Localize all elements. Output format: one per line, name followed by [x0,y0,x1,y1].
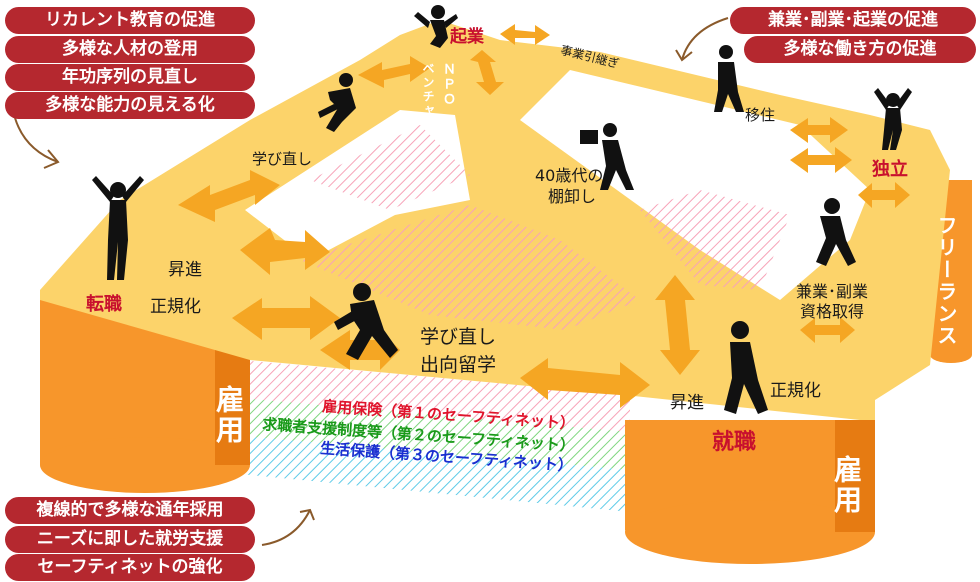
label-age40-line2: 棚卸し [548,187,597,206]
label-ijuu: 移住 [745,106,776,124]
label-manabinaoshi-center: 学び直し [420,326,497,348]
cheering-person-icon-left [92,176,144,280]
right-cylinder [625,420,875,564]
walking-person-icon-lower [724,321,768,414]
pill-seniority-review: 年功序列の見直し [5,64,255,91]
flow-arrows [178,24,910,408]
jumping-person-icon [414,5,458,48]
carrying-box-person-icon [580,123,634,190]
node-shushoku: 就職 [712,430,757,455]
label-manabinaoshi-top: 学び直し [252,150,313,168]
label-shoshin-left: 昇進 [168,260,202,280]
label-shukko-ryugaku: 出向留学 [420,354,497,376]
label-kengyo-line2: 資格取得 [800,302,865,321]
pill-employment-support: ニーズに即した就労支援 [5,526,255,553]
running-person-icon-center [334,283,398,360]
pill-side-job-promotion: 兼業･副業･起業の促進 [730,7,976,34]
pill-diverse-work: 多様な働き方の促進 [744,36,976,63]
pill-year-round-hiring: 複線的で多様な通年採用 [5,497,255,524]
label-seikika-right: 正規化 [770,381,821,401]
walking-person-icon [714,45,744,112]
label-seikika-left: 正規化 [150,297,201,317]
running-person-icon-right [816,198,856,266]
pill-recurrent-education: リカレント教育の促進 [5,7,255,34]
running-person-icon-top [318,73,356,132]
label-koyo-right: 雇用 [830,455,863,515]
label-freelance: フリーランス [934,215,958,347]
label-kengyo-line1: 兼業･副業 [796,282,869,301]
label-koyo-left: 雇用 [212,385,245,445]
label-npo: ＮＰＯ [440,62,455,107]
safety-net-bands [240,360,630,512]
pill-safety-net: セーフティネットの強化 [5,554,255,581]
people-icons [92,5,912,414]
label-age40-line1: 40歳代の [535,166,604,185]
node-dokuritsu: 独立 [872,159,908,180]
cheering-person-icon-right [874,88,912,150]
node-kigyo: 起業 [450,27,484,47]
pill-diverse-talent: 多様な人材の登用 [5,36,255,63]
pointer-arrows [14,17,729,546]
node-tenshoku: 転職 [86,294,122,315]
pill-skill-visibility: 多様な能力の見える化 [5,92,255,119]
label-shoshin-right: 昇進 [670,393,704,413]
label-venture: ベンチャー [421,62,435,132]
